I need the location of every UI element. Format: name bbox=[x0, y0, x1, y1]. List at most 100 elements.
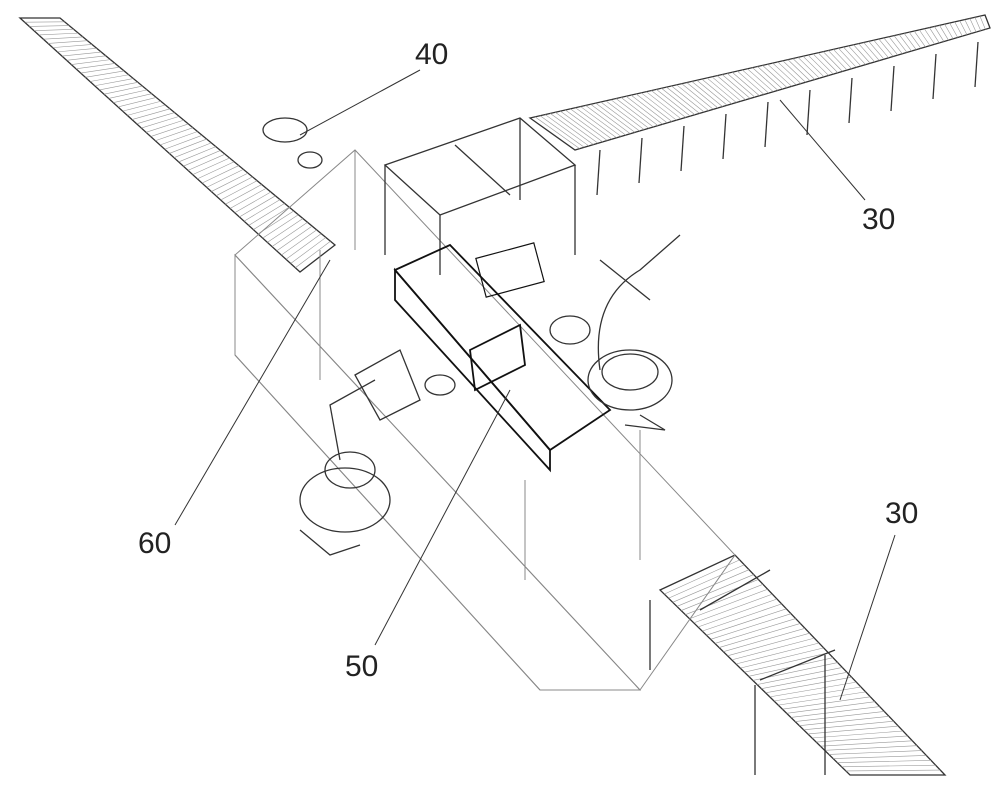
conveyor-roller bbox=[229, 187, 267, 209]
conveyor-roller bbox=[744, 652, 829, 673]
conveyor-roller bbox=[560, 110, 603, 143]
conveyor-leg bbox=[932, 53, 937, 100]
conveyor-roller bbox=[816, 735, 908, 743]
conveyor-roller bbox=[610, 99, 649, 129]
conveyor-roller bbox=[812, 53, 834, 75]
conveyor-roller bbox=[697, 598, 778, 628]
conveyor-roller bbox=[580, 106, 622, 137]
conveyor-roller bbox=[47, 40, 88, 44]
conveyor-roller bbox=[276, 225, 313, 252]
conveyor-roller bbox=[893, 35, 908, 53]
conveyor-roller bbox=[595, 102, 636, 133]
conveyor-roller bbox=[122, 100, 161, 112]
conveyor-roller bbox=[757, 66, 783, 90]
conveyor-roller bbox=[769, 681, 857, 698]
conveyor-roller bbox=[243, 199, 281, 222]
conveyor-roller bbox=[719, 623, 801, 648]
conveyor-roller bbox=[66, 55, 106, 61]
conveyor-roller bbox=[792, 58, 815, 80]
conveyor-30-upper bbox=[528, 14, 991, 196]
conveyor-leg bbox=[680, 125, 685, 172]
conveyor-roller bbox=[833, 755, 927, 759]
conveyor-roller bbox=[600, 101, 640, 132]
conveyor-roller bbox=[833, 49, 852, 69]
conveyor-roller bbox=[575, 107, 617, 139]
conveyor-roller bbox=[853, 44, 871, 64]
conveyor-roller bbox=[777, 61, 802, 84]
conveyor-roller bbox=[141, 116, 180, 129]
conveyor-roller bbox=[155, 127, 194, 142]
conveyor-roller bbox=[615, 98, 654, 128]
conveyor-roller bbox=[823, 51, 843, 72]
conveyor-roller bbox=[620, 97, 659, 126]
conveyor-roller bbox=[285, 233, 322, 260]
robot-left bbox=[299, 349, 456, 556]
conveyor-roller bbox=[676, 574, 754, 607]
module-40 bbox=[262, 117, 323, 169]
conveyor-roller bbox=[787, 59, 811, 82]
conveyor-leg bbox=[638, 137, 643, 184]
conveyor-roller bbox=[799, 716, 890, 726]
conveyor-roller bbox=[295, 240, 331, 269]
conveyor-roller bbox=[737, 70, 765, 95]
conveyor-roller bbox=[740, 647, 824, 669]
conveyor-roller bbox=[723, 628, 806, 652]
conveyor-roller bbox=[716, 75, 746, 101]
conveyor-roller bbox=[183, 150, 221, 167]
conveyor-roller bbox=[706, 608, 787, 636]
conveyor-roller bbox=[727, 632, 810, 657]
conveyor-roller bbox=[211, 172, 249, 192]
conveyor-roller bbox=[33, 29, 74, 31]
conveyor-roller bbox=[94, 78, 134, 87]
conveyor-roller bbox=[661, 88, 696, 115]
conveyor-roller bbox=[939, 25, 949, 41]
conveyor-roller bbox=[807, 725, 899, 735]
conveyor-roller bbox=[773, 686, 862, 702]
conveyor-roller bbox=[52, 44, 93, 48]
conveyor-roller bbox=[215, 176, 253, 197]
conveyor-roller bbox=[150, 123, 189, 137]
conveyor-roller bbox=[108, 89, 148, 99]
conveyor-leg bbox=[890, 65, 895, 112]
conveyor-roller bbox=[225, 184, 262, 205]
conveyor-roller bbox=[89, 74, 129, 82]
conveyor-roller bbox=[837, 760, 932, 763]
conveyor-roller bbox=[262, 214, 299, 239]
conveyor-roller bbox=[248, 203, 285, 226]
conveyor-roller bbox=[625, 96, 663, 125]
conveyor-roller bbox=[71, 59, 111, 65]
conveyor-roller bbox=[807, 54, 829, 76]
conveyor-roller bbox=[29, 25, 70, 27]
conveyor-leg bbox=[722, 113, 727, 160]
conveyor-30-lower bbox=[649, 554, 947, 776]
conveyor-roller bbox=[178, 146, 216, 163]
conveyor-roller bbox=[726, 73, 756, 98]
label-30-upper: 30 bbox=[862, 203, 896, 236]
conveyor-roller bbox=[752, 67, 779, 91]
conveyor-roller bbox=[969, 18, 977, 33]
conveyor-roller bbox=[136, 112, 175, 125]
conveyor-roller bbox=[197, 161, 235, 180]
conveyor-roller bbox=[80, 66, 120, 74]
conveyor-roller bbox=[159, 131, 198, 146]
conveyor-roller bbox=[898, 34, 912, 52]
conveyor-roller bbox=[43, 36, 83, 40]
conveyor-roller bbox=[668, 564, 745, 599]
conveyor-roller bbox=[702, 603, 782, 632]
conveyor-roller bbox=[99, 82, 138, 91]
conveyor-roller bbox=[802, 55, 825, 78]
conveyor-roller bbox=[666, 86, 700, 114]
conveyor-roller bbox=[651, 90, 686, 118]
conveyor-roller bbox=[979, 16, 986, 30]
conveyor-roller bbox=[908, 31, 922, 49]
label-60: 60 bbox=[138, 527, 172, 560]
conveyor-roller bbox=[103, 85, 143, 95]
conveyor-roller bbox=[772, 62, 797, 86]
machine-50 bbox=[393, 242, 612, 473]
conveyor-roller bbox=[131, 108, 171, 120]
conveyor-roller bbox=[858, 43, 875, 63]
conveyor-roller bbox=[828, 750, 922, 755]
conveyor-roller bbox=[187, 153, 226, 171]
conveyor-roller bbox=[590, 104, 631, 134]
